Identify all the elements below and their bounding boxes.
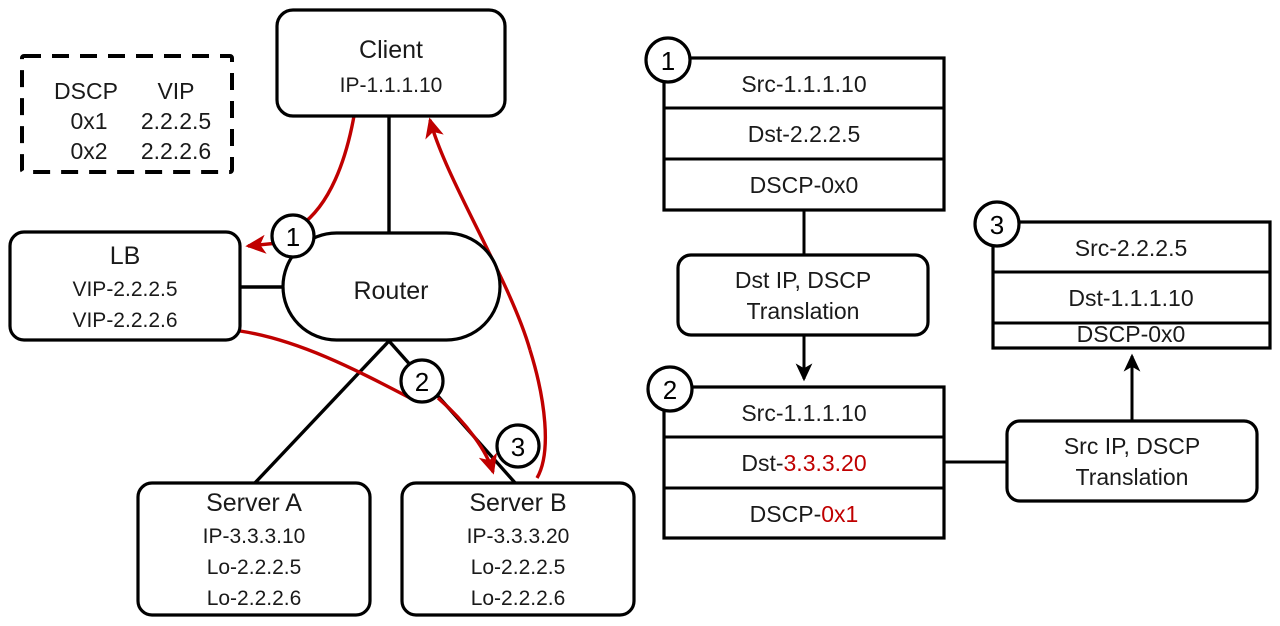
node-router[interactable]: Router xyxy=(281,231,502,342)
packet-3-box[interactable] xyxy=(991,220,1272,350)
packet-2-dscp-prefix: DSCP- xyxy=(750,501,822,527)
packet-3[interactable]: Src-2.2.2.5 Dst-1.1.1.10 DSCP-0x0 3 xyxy=(973,200,1272,350)
legend-row-1-vip: 2.2.2.6 xyxy=(141,138,211,164)
legend-header-vip: VIP xyxy=(157,78,194,104)
legend-row-0-dscp: 0x1 xyxy=(70,108,107,134)
server-a-lo-2: Lo-2.2.2.6 xyxy=(207,587,302,610)
packet-2-dscp-value: 0x1 xyxy=(821,501,858,527)
server-b-ip: IP-3.3.3.20 xyxy=(467,525,570,548)
packet-2-row-dscp: DSCP-0x1 xyxy=(750,501,859,527)
marker-2-circle xyxy=(399,358,445,404)
packet-1[interactable]: Src-1.1.1.10 Dst-2.2.2.5 DSCP-0x0 1 xyxy=(644,36,946,212)
packet-1-marker-circle xyxy=(644,36,692,84)
packet-2-box[interactable] xyxy=(662,385,946,540)
server-a-box[interactable] xyxy=(136,481,372,617)
client-title: Client xyxy=(359,36,423,64)
packet-3-marker-circle xyxy=(973,200,1021,248)
marker-1-label: 1 xyxy=(286,222,300,252)
packet-3-marker-label: 3 xyxy=(990,210,1004,240)
src-translation-line-2: Translation xyxy=(1076,464,1189,490)
server-b-title: Server B xyxy=(469,489,566,517)
src-translation-line-1: Src IP, DSCP xyxy=(1064,433,1200,459)
packet-2[interactable]: Src-1.1.1.10 Dst-3.3.3.20 DSCP-0x1 2 xyxy=(646,365,946,540)
server-a-ip: IP-3.3.3.10 xyxy=(203,525,306,548)
flow-client-to-lb-segment xyxy=(299,115,356,228)
node-lb[interactable]: LB VIP-2.2.2.5 VIP-2.2.2.6 xyxy=(8,230,242,342)
src-translation-box[interactable]: Src IP, DSCP Translation xyxy=(1005,419,1259,503)
packet-3-row-dst: Dst-1.1.1.10 xyxy=(1068,285,1193,311)
packet-1-box[interactable] xyxy=(662,56,946,212)
server-b-lo-1: Lo-2.2.2.5 xyxy=(471,556,566,579)
marker-3-label: 3 xyxy=(511,432,525,462)
packet-2-marker-circle xyxy=(646,365,694,413)
topology-marker-3: 3 xyxy=(495,423,541,469)
lb-vip-2: VIP-2.2.2.6 xyxy=(72,309,177,332)
server-b-box[interactable] xyxy=(400,481,636,617)
marker-2-label: 2 xyxy=(415,367,429,397)
packet-2-row-dst: Dst-3.3.3.20 xyxy=(741,450,866,476)
marker-3-circle xyxy=(495,423,541,469)
legend-row-1-dscp: 0x2 xyxy=(70,138,107,164)
topology-marker-1: 1 xyxy=(270,213,316,259)
dscp-vip-legend: DSCP VIP 0x1 2.2.2.5 0x2 2.2.2.6 xyxy=(20,54,234,174)
client-box[interactable] xyxy=(275,8,507,118)
packet-2-dst-value: 3.3.3.20 xyxy=(784,450,867,476)
server-a-lo-1: Lo-2.2.2.5 xyxy=(207,556,302,579)
packet-1-marker-label: 1 xyxy=(661,46,675,76)
packet-2-row-src: Src-1.1.1.10 xyxy=(741,400,866,426)
dst-translation-line-1: Dst IP, DSCP xyxy=(735,267,871,293)
topology-marker-2: 2 xyxy=(399,358,445,404)
dst-translation-box[interactable]: Dst IP, DSCP Translation xyxy=(676,253,930,337)
packet-1-row-dscp: DSCP-0x0 xyxy=(750,172,859,198)
packet-2-marker-label: 2 xyxy=(663,375,677,405)
packet-3-row-src: Src-2.2.2.5 xyxy=(1075,235,1188,261)
dst-translation-line-2: Translation xyxy=(747,298,860,324)
packet-1-row-src: Src-1.1.1.10 xyxy=(741,71,866,97)
packet-1-row-dst: Dst-2.2.2.5 xyxy=(748,121,861,147)
router-box[interactable] xyxy=(281,231,502,342)
router-title: Router xyxy=(353,277,428,305)
client-ip: IP-1.1.1.10 xyxy=(340,74,443,97)
flow-return-to-client xyxy=(425,117,532,351)
packet-3-row-dscp: DSCP-0x0 xyxy=(1077,321,1186,347)
lb-vip-1: VIP-2.2.2.5 xyxy=(72,278,177,301)
node-server-b[interactable]: Server B IP-3.3.3.20 Lo-2.2.2.5 Lo-2.2.2… xyxy=(400,481,636,617)
flow-server-b-return-lower xyxy=(528,349,548,479)
legend-border xyxy=(20,54,234,174)
link-router-server-a xyxy=(251,339,391,487)
node-server-a[interactable]: Server A IP-3.3.3.10 Lo-2.2.2.5 Lo-2.2.2… xyxy=(136,481,372,617)
legend-header-dscp: DSCP xyxy=(54,78,118,104)
flow-marker2-to-server-b xyxy=(436,396,498,475)
traffic-flows xyxy=(239,115,548,479)
lb-title: LB xyxy=(110,242,141,270)
legend-row-0-vip: 2.2.2.5 xyxy=(141,108,211,134)
lb-box[interactable] xyxy=(8,230,242,342)
packet-2-dst-prefix: Dst- xyxy=(741,450,783,476)
marker-1-circle xyxy=(270,213,316,259)
flow-lb-to-marker2 xyxy=(239,329,413,401)
server-b-lo-2: Lo-2.2.2.6 xyxy=(471,587,566,610)
node-client[interactable]: Client IP-1.1.1.10 xyxy=(275,8,507,118)
server-a-title: Server A xyxy=(206,489,302,517)
